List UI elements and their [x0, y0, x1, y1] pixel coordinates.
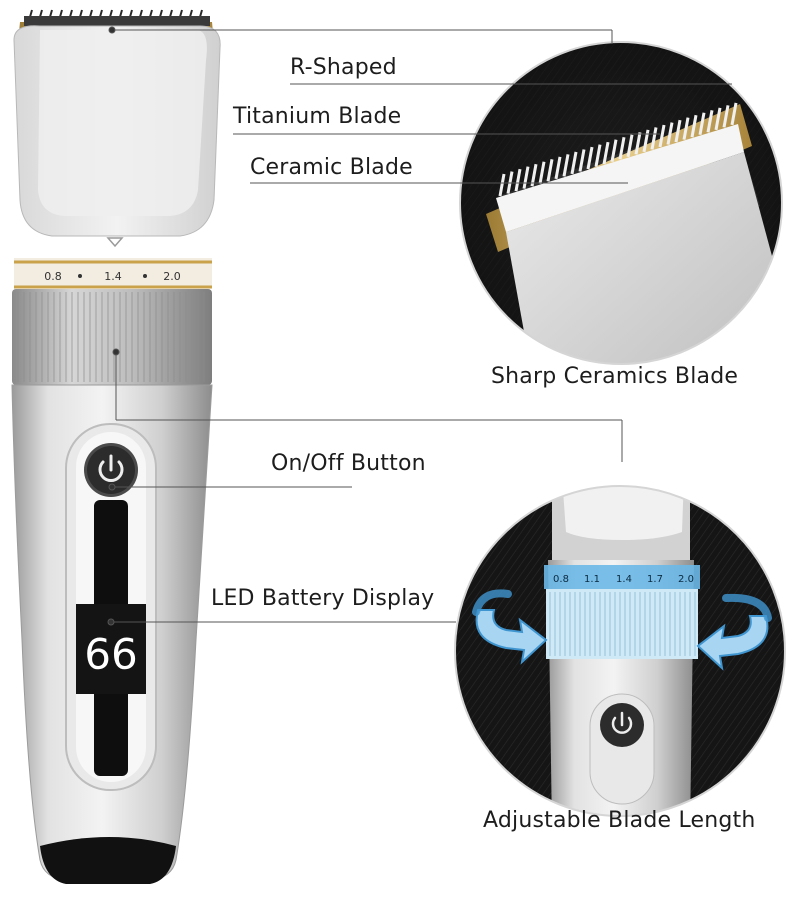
- zoom-clipper-head: [562, 486, 684, 540]
- dial-zoom-circle: 0.8 1.1 1.4 1.7 2.0: [454, 485, 786, 817]
- zoom-dial-scale-1: 1.1: [584, 574, 600, 585]
- callout-led-battery-display: LED Battery Display: [211, 586, 435, 611]
- zoom-dial-scale-4: 2.0: [678, 574, 694, 585]
- callout-r-shaped: R-Shaped: [290, 55, 397, 80]
- zoom-ring-knurling: [549, 592, 696, 656]
- callout-lines: [107, 26, 732, 626]
- callout-on-off-button: On/Off Button: [271, 451, 426, 476]
- rotate-arrow-left-icon: [472, 589, 548, 665]
- zoom-dial-scale-2: 1.4: [616, 574, 632, 585]
- zoom-adjustment-ring: [546, 589, 698, 659]
- clipper-base: [40, 837, 176, 884]
- dial-scale-0: 0.8: [44, 270, 62, 283]
- dial-scale-2: 2.0: [163, 270, 181, 283]
- dial-marker: [106, 237, 124, 248]
- callout-adjustable-blade-length: Adjustable Blade Length: [483, 808, 756, 833]
- zoom-dial-scale-0: 0.8: [553, 574, 569, 585]
- ceramic-guard: [38, 30, 207, 216]
- callout-titanium-blade: Titanium Blade: [233, 104, 402, 129]
- led-battery-readout: 99: [84, 628, 137, 677]
- dial-scale-1: 1.4: [104, 270, 122, 283]
- zoom-dial-scale-3: 1.7: [647, 574, 663, 585]
- callout-ceramic-blade: Ceramic Blade: [250, 155, 413, 180]
- power-icon: [98, 454, 124, 482]
- callout-sharp-ceramics-blade: Sharp Ceramics Blade: [491, 364, 739, 389]
- zoom-dial-scale-band: [544, 565, 700, 589]
- blade-zoom-circle: [459, 41, 783, 365]
- ring-knurling: [17, 292, 205, 382]
- hair-clipper: 0.8 1.4 2.0 99: [11, 9, 221, 884]
- ceramic-blade-zoom: [496, 124, 744, 232]
- zoom-power-icon: [611, 711, 633, 734]
- ceramic-teeth: [498, 102, 738, 197]
- blade-tip-strip: [24, 16, 210, 26]
- rotate-arrow-right-icon: [696, 593, 772, 671]
